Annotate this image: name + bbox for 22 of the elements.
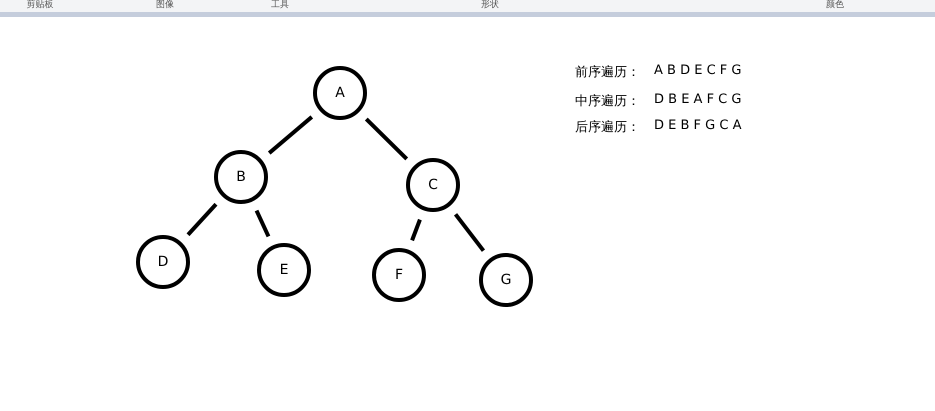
tree-node-circle: A bbox=[313, 66, 367, 120]
traversal-name: 后序遍历： bbox=[575, 119, 640, 136]
traversal-sequence: D B E A F C G bbox=[654, 92, 742, 107]
tree-node-circle: E bbox=[257, 243, 311, 297]
toolbar-group-label: 图像 bbox=[156, 0, 174, 11]
tree-node-circle: C bbox=[406, 158, 460, 212]
traversal-sequence: A B D E C F G bbox=[654, 63, 742, 78]
tree-edge bbox=[268, 115, 314, 155]
traversal-name: 中序遍历： bbox=[575, 93, 640, 110]
toolbar-group-label: 工具 bbox=[271, 0, 289, 11]
tree-edge bbox=[454, 213, 486, 252]
tree-edge bbox=[186, 202, 218, 236]
tree-node-circle: G bbox=[479, 253, 533, 307]
tree-edge bbox=[364, 118, 408, 160]
tree-node-circle: F bbox=[372, 248, 426, 302]
tree-node-circle: B bbox=[214, 150, 268, 204]
tree-edge bbox=[410, 218, 422, 242]
tree-edge bbox=[254, 210, 270, 238]
traversal-name: 前序遍历： bbox=[575, 64, 640, 81]
traversal-sequence: D E B F G C A bbox=[654, 118, 742, 133]
tree-node-circle: D bbox=[136, 235, 190, 289]
toolbar-group-label: 形状 bbox=[481, 0, 499, 11]
